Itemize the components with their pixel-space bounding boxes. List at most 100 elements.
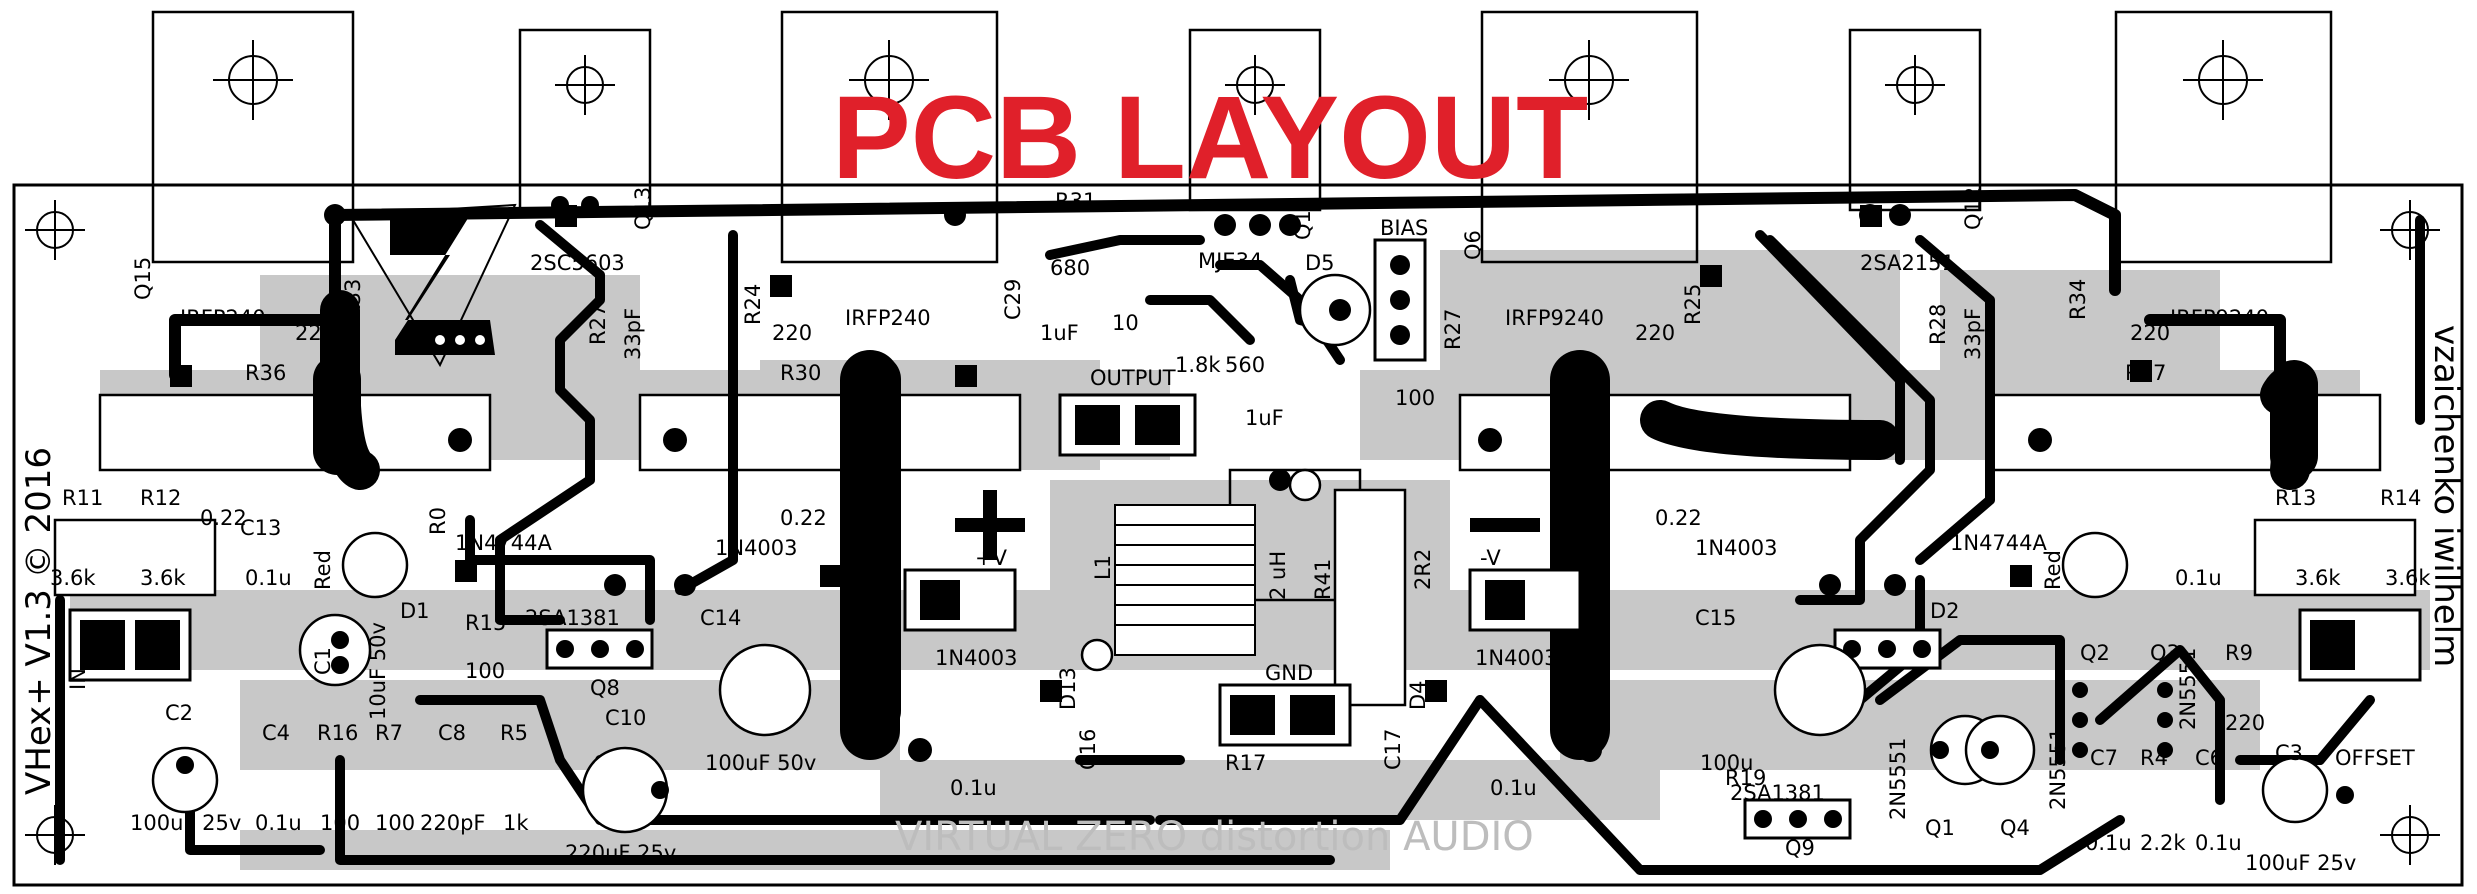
label-c15: C15 <box>1695 606 1736 630</box>
label-c8-value: 220pF <box>420 811 486 835</box>
label-r15: R15 <box>465 611 506 635</box>
label-c17-value: 0.1u <box>1490 776 1537 800</box>
label-in: IN <box>66 668 90 690</box>
label-minus-v: -V <box>1480 546 1501 570</box>
label-irfp9240-right: IRFP9240 <box>2170 306 2269 330</box>
label-r34: R34 <box>2066 279 2090 320</box>
label-irfp9240-mid: IRFP9240 <box>1505 306 1604 330</box>
label-r13: R13 <box>2275 486 2316 510</box>
label-r5: R5 <box>500 721 528 745</box>
label-c10: C10 <box>605 706 646 730</box>
label-r25-value: 220 <box>1635 321 1675 345</box>
label-c14: C14 <box>700 606 741 630</box>
label-r27b: R27 <box>1441 309 1465 350</box>
label-c3: C3 <box>2275 741 2303 765</box>
label-irfp240-left: IRFP240 <box>180 306 266 330</box>
label-q13: Q13 <box>631 187 655 230</box>
label-r24: R24 <box>741 284 765 325</box>
label-c10-value: 220uF 25v <box>565 841 676 865</box>
label-c1: C1 <box>311 647 335 675</box>
label-0-1u-right: 0.1u <box>2175 566 2222 590</box>
label-q4: Q4 <box>2000 816 2030 840</box>
label-output: OUTPUT <box>1090 366 1176 390</box>
label-r15-value: 100 <box>465 659 505 683</box>
label-r31: R31 <box>1055 189 1096 213</box>
label-r9-value: 220 <box>2225 711 2265 735</box>
label-zener-right: 1N4744A <box>1950 531 2048 555</box>
label-r41: R41 <box>1311 559 1335 600</box>
label-red-right: Red <box>2041 550 2065 590</box>
connector-pins <box>80 255 2355 828</box>
label-r560: 560 <box>1225 353 1265 377</box>
label-r30: R30 <box>780 361 821 385</box>
label-c6: C6 <box>2195 746 2223 770</box>
label-d5: D5 <box>1305 251 1335 275</box>
label-offset: OFFSET <box>2335 746 2415 770</box>
label-3-6k-l2: 3.6k <box>140 566 186 590</box>
label-r0: R0 <box>426 507 450 535</box>
label-c3-value: 100uF 25v <box>2245 851 2356 875</box>
label-0-1u-left: 0.1u <box>245 566 292 590</box>
label-irfp240-mid: IRFP240 <box>845 306 931 330</box>
label-r1-8k: 1.8k <box>1175 353 1221 377</box>
capacitors <box>151 273 2329 834</box>
label-c6-value: 0.1u <box>2195 831 2242 855</box>
label-2r2: 2R2 <box>1411 549 1435 590</box>
label-c17: C17 <box>1381 729 1405 770</box>
label-c-1uf: 1uF <box>1245 406 1284 430</box>
label-1n4003-d2: 1N4003 <box>1695 536 1778 560</box>
label-r7-value: 100 <box>375 811 415 835</box>
label-q1: Q1 <box>1925 816 1955 840</box>
power-pads <box>313 355 2318 735</box>
label-q8-type: 2SA1381 <box>525 606 620 630</box>
label-q9-type: 2SA1381 <box>1730 781 1825 805</box>
right-vertical-label: vzaichenko iwilhelm <box>2426 325 2466 667</box>
label-d13: D13 <box>1056 667 1080 710</box>
label-q12: Q12 <box>1961 187 1985 230</box>
small-pads <box>170 196 2354 804</box>
label-c13: C13 <box>240 516 281 540</box>
label-r19: R19 <box>1725 766 1766 790</box>
label-r27: R27 <box>586 304 610 345</box>
label-1n4003-d13: 1N4003 <box>935 646 1018 670</box>
label-r11: R11 <box>62 486 103 510</box>
label-c2-value: 100uF 25v <box>130 811 241 835</box>
label-r16: R16 <box>317 721 358 745</box>
logo-mark <box>348 203 517 368</box>
page-title: PCB LAYOUT <box>832 72 1588 204</box>
label-c1-value: 10uF 50v <box>366 622 390 720</box>
label-r10: 10 <box>1112 311 1139 335</box>
label-r34-value: 220 <box>2130 321 2170 345</box>
label-q2: Q2 <box>2080 641 2110 665</box>
label-r12: R12 <box>140 486 181 510</box>
label-c14-value: 100uF 50v <box>705 751 816 775</box>
label-d2: D2 <box>1930 599 1960 623</box>
label-r33: R33 <box>341 279 365 320</box>
label-r9: R9 <box>2225 641 2253 665</box>
label-r36: R36 <box>245 361 286 385</box>
label-q3-type: 2N5551 <box>2176 647 2200 730</box>
label-plus-v: +V <box>975 546 1008 570</box>
label-q12-type: 2SA2151 <box>1860 251 1955 275</box>
label-gnd: GND <box>1265 661 1313 685</box>
label-r25: R25 <box>1681 284 1705 325</box>
transistor-bodies <box>151 10 2333 602</box>
label-c29: C29 <box>1001 279 1025 320</box>
label-q1-type: 2N5551 <box>1886 737 1910 820</box>
label-0-22-mid-right: 0.22 <box>1655 506 1702 530</box>
label-r28: R28 <box>1926 304 1950 345</box>
label-r4-value: 2.2k <box>2140 831 2186 855</box>
label-0-22-mid-left: 0.22 <box>780 506 827 530</box>
label-c16-value: 0.1u <box>950 776 997 800</box>
label-c28: 33pF <box>1961 308 1985 360</box>
label-1n4003-d1: 1N4003 <box>715 536 798 560</box>
label-1n4003-d4: 1N4003 <box>1475 646 1558 670</box>
label-r16-value: 100 <box>320 811 360 835</box>
label-red-left: Red <box>311 550 335 590</box>
label-q8: Q8 <box>590 676 620 700</box>
label-r27b-value: 100 <box>1395 386 1435 410</box>
label-3-6k-r2: 3.6k <box>2385 566 2431 590</box>
label-zener-left: 1N4744A <box>455 531 553 555</box>
label-q6: Q6 <box>1461 230 1485 260</box>
label-c4: C4 <box>262 721 290 745</box>
